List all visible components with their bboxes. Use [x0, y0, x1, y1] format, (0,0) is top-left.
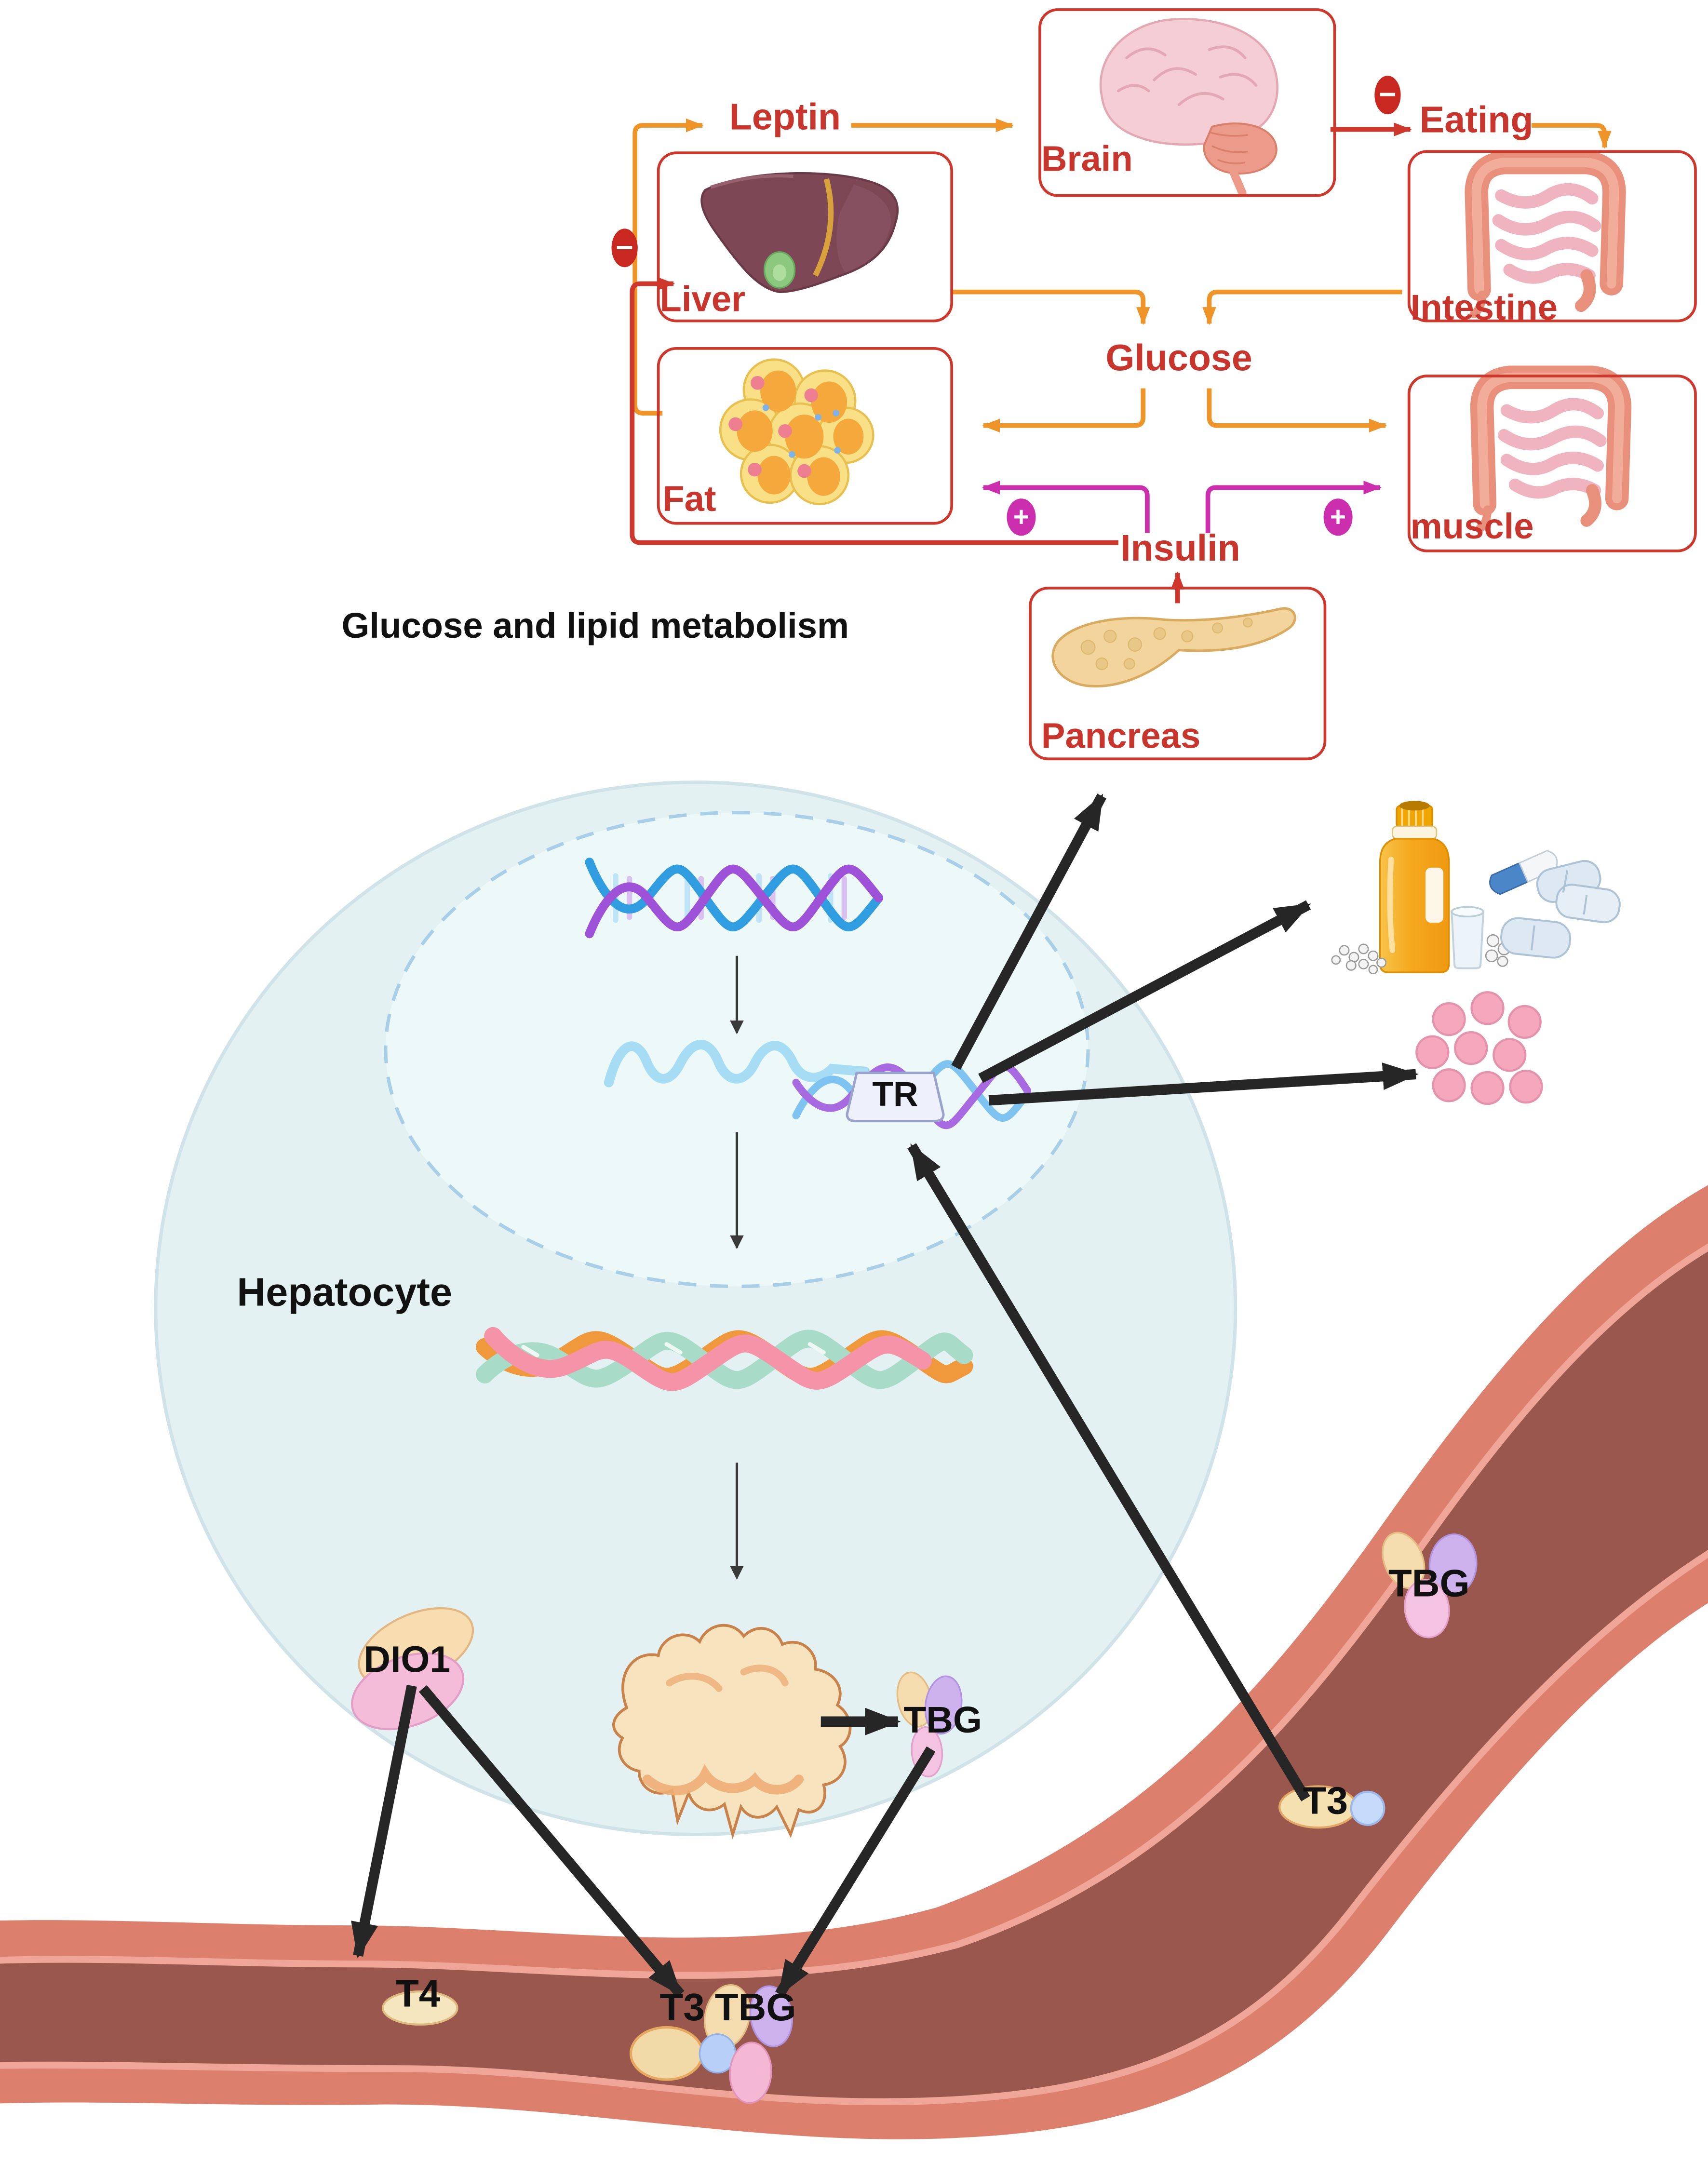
insulin-to-muscle-arrow	[1205, 481, 1382, 533]
tbg-inner-label: TBG	[903, 1699, 982, 1741]
t3-bottom-label: T3	[659, 1986, 705, 2029]
tbg-blood-icon	[1382, 1532, 1478, 1639]
brain-box	[1038, 8, 1336, 197]
eating-to-intestine-arrow	[1531, 123, 1612, 149]
capsule-icon	[1489, 850, 1558, 895]
liver-label: Liver	[659, 278, 746, 320]
tr-to-pills-arrow	[988, 1062, 1419, 1106]
medicine-bottle-icon	[1379, 801, 1450, 973]
tr-receptor-box	[846, 1072, 945, 1123]
tbg-blood-label: TBG	[1388, 1561, 1470, 1605]
insulin-to-liver-arrow	[630, 277, 1118, 545]
tablets-icon	[1500, 860, 1621, 959]
eating-label: Eating	[1419, 99, 1533, 141]
pill-cup-icon	[1451, 906, 1485, 969]
vessel-lumen	[0, 1243, 1708, 2106]
dio1-label: DIO1	[363, 1639, 451, 1680]
insulin-label: Insulin	[1120, 527, 1240, 569]
pancreas-label: Pancreas	[1041, 714, 1201, 756]
leptin-label: Leptin	[729, 96, 841, 138]
liver-icon	[700, 172, 899, 293]
mrna-icon	[604, 1039, 870, 1088]
inhibit-icon: −	[611, 228, 638, 268]
brain-label: Brain	[1041, 137, 1133, 179]
glucose-to-fat-arrow	[982, 388, 1146, 433]
t3-to-tr-arrow	[907, 1143, 1310, 1801]
tr-to-pancreas-arrow	[951, 793, 1107, 1070]
intestine-box	[1407, 150, 1697, 322]
pancreas-icon	[1051, 607, 1296, 688]
blood-vessel	[0, 1185, 1708, 2139]
golgi-icon	[612, 1624, 852, 1840]
liver-box	[657, 151, 954, 322]
stimulate-icon: +	[1007, 498, 1036, 536]
t4-icon	[382, 1990, 458, 2026]
insulin-to-fat-arrow	[982, 481, 1150, 533]
tr-label: TR	[872, 1075, 918, 1115]
fat-box	[657, 347, 954, 525]
fat-label: Fat	[662, 478, 716, 520]
protein-rope-icon	[476, 1327, 973, 1391]
glucose-label: Glucose	[1105, 337, 1252, 379]
figure-title: Glucose and lipid metabolism	[341, 605, 849, 646]
tbg-secretion-arrow	[775, 1746, 936, 1997]
liver-to-glucose-arrow	[950, 289, 1150, 325]
stimulate-icon: +	[1323, 498, 1353, 536]
t3-tbg-bottom-icon	[629, 1984, 793, 2104]
dio1-to-t4-arrow	[351, 1684, 417, 1959]
glucose-to-muscle-arrow	[1207, 388, 1387, 433]
tbg-bottom-label: TBG	[714, 1986, 796, 2029]
intestine-label: Intestine	[1410, 286, 1558, 328]
muscle-box	[1407, 375, 1697, 552]
muscle-label: muscle	[1410, 505, 1534, 547]
tr-to-medication-arrow	[978, 900, 1311, 1083]
fat-to-leptin-arrow	[632, 118, 704, 416]
t3-blood-label: T3	[1303, 1779, 1348, 1822]
intestine-icon	[1465, 150, 1626, 318]
intestine-to-glucose-arrow	[1202, 289, 1402, 325]
t4-label: T4	[395, 1972, 441, 2015]
inhibit-icon: −	[1374, 76, 1401, 115]
brain-icon	[1099, 18, 1279, 197]
dio1-to-t3-arrow	[418, 1685, 685, 1998]
hepatocyte-label: Hepatocyte	[237, 1271, 453, 1316]
pink-pills-icon	[1415, 991, 1543, 1105]
dna-icon	[585, 858, 884, 939]
fat-cells-icon	[719, 358, 874, 505]
